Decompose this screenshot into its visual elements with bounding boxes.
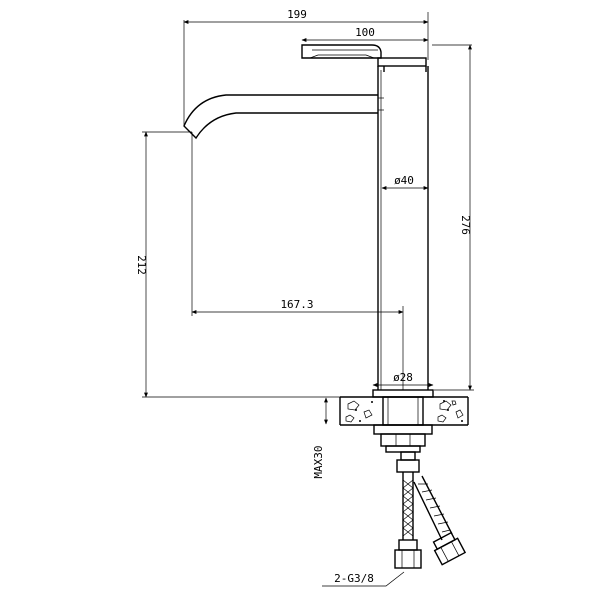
dim-base-diameter: ø28 (393, 371, 413, 384)
dim-spout-height: 212 (135, 255, 148, 275)
dim-hose-thread: 2-G3/8 (334, 572, 374, 585)
dim-spout-projection: 167.3 (280, 298, 313, 311)
dim-max-thickness: MAX30 (312, 445, 325, 478)
dimension-labels: 199 100 276 212 167.3 ø40 ø28 MAX30 2-G3… (135, 8, 472, 585)
dim-total-height: 276 (459, 215, 472, 235)
fixing-nut (373, 424, 433, 453)
dim-body-diameter: ø40 (394, 174, 414, 187)
dim-handle-length: 100 (355, 26, 375, 39)
flexible-hoses (394, 451, 467, 569)
faucet-outline (183, 44, 434, 398)
countertop-section (339, 396, 469, 426)
dim-spout-reach: 199 (287, 8, 307, 21)
dimension-lines (142, 12, 474, 587)
